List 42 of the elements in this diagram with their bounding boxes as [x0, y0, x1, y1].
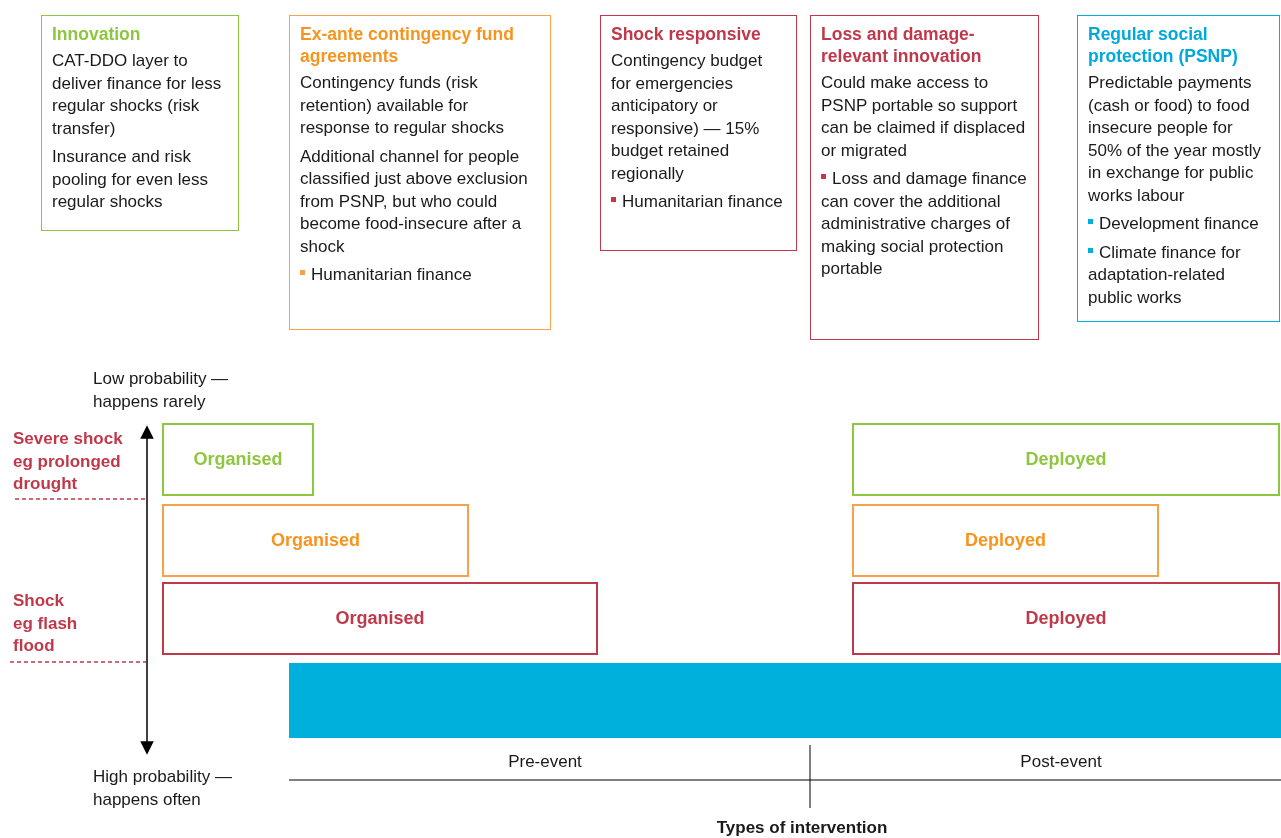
phase-label: Deployed	[965, 530, 1046, 551]
card-heading: Ex-ante contingency fund agreements	[300, 23, 515, 67]
finance-bullet: Humanitarian finance	[611, 191, 786, 214]
shock-label: Severe shock eg prolonged drought	[13, 428, 124, 495]
card-text: Contingency budget for emergencies anticipatory or responsive) — 15% budget retained regionally	[611, 50, 764, 185]
intervention-card	[810, 15, 1039, 340]
finance-bullet: Humanitarian finance	[300, 264, 540, 287]
phase-label: Deployed	[1025, 608, 1107, 629]
phase-heading: Post-event	[1020, 752, 1102, 771]
intervention-card	[289, 15, 551, 330]
shock-label: Shock eg flash flood	[13, 590, 79, 657]
axis-label: Low probability — happens rarely	[93, 369, 229, 411]
card-text: Contingency funds (risk retention) available for response to regular shocks	[300, 72, 506, 139]
finance-bullet: Climate finance for adaptation-related public works	[1088, 241, 1242, 309]
card-heading: Innovation	[52, 23, 142, 45]
card-heading: Shock responsive	[611, 23, 762, 45]
phase-label: Organised	[335, 608, 425, 629]
phase-heading: Pre-event	[508, 752, 582, 771]
card-text: CAT-DDO layer to deliver finance for less regular shocks (risk transfer)	[52, 50, 223, 140]
phase-box	[162, 504, 469, 577]
phase-box	[162, 582, 598, 655]
card-heading: Regular social protection (PSNP)	[1088, 23, 1239, 67]
card-text: Additional channel for people classified just above exclusion from PSNP, but who could become food-insecure after a shock	[300, 145, 529, 258]
card-heading: Loss and damage-relevant innovation	[821, 23, 983, 67]
intervention-card	[600, 15, 797, 251]
phase-label: Deployed	[1025, 449, 1107, 470]
card-text: Insurance and risk pooling for even less regular shocks	[52, 146, 209, 213]
phase-label: Organised	[271, 530, 360, 551]
phase-box	[852, 423, 1280, 496]
finance-bullet: Development finance	[1088, 213, 1269, 236]
axis-title: Types of intervention	[716, 818, 888, 837]
phase-box	[852, 504, 1159, 577]
intervention-card	[1077, 15, 1280, 322]
phase-box	[852, 582, 1280, 655]
phase-box	[162, 423, 314, 496]
card-text: Predictable payments (cash or food) to food insecure people for 50% of the year mostly in exchange for public works labour	[1088, 72, 1262, 207]
axis-label: High probability — happens often	[93, 767, 232, 809]
intervention-card	[41, 15, 239, 231]
phase-label: Organised	[193, 449, 283, 470]
card-text: Could make access to PSNP portable so support can be claimed if displaced or migrated	[821, 72, 1027, 162]
finance-bullet: Loss and damage finance can cover the additional administrative charges of making social protection portable	[821, 168, 1028, 280]
timeline-bar	[289, 663, 1281, 738]
